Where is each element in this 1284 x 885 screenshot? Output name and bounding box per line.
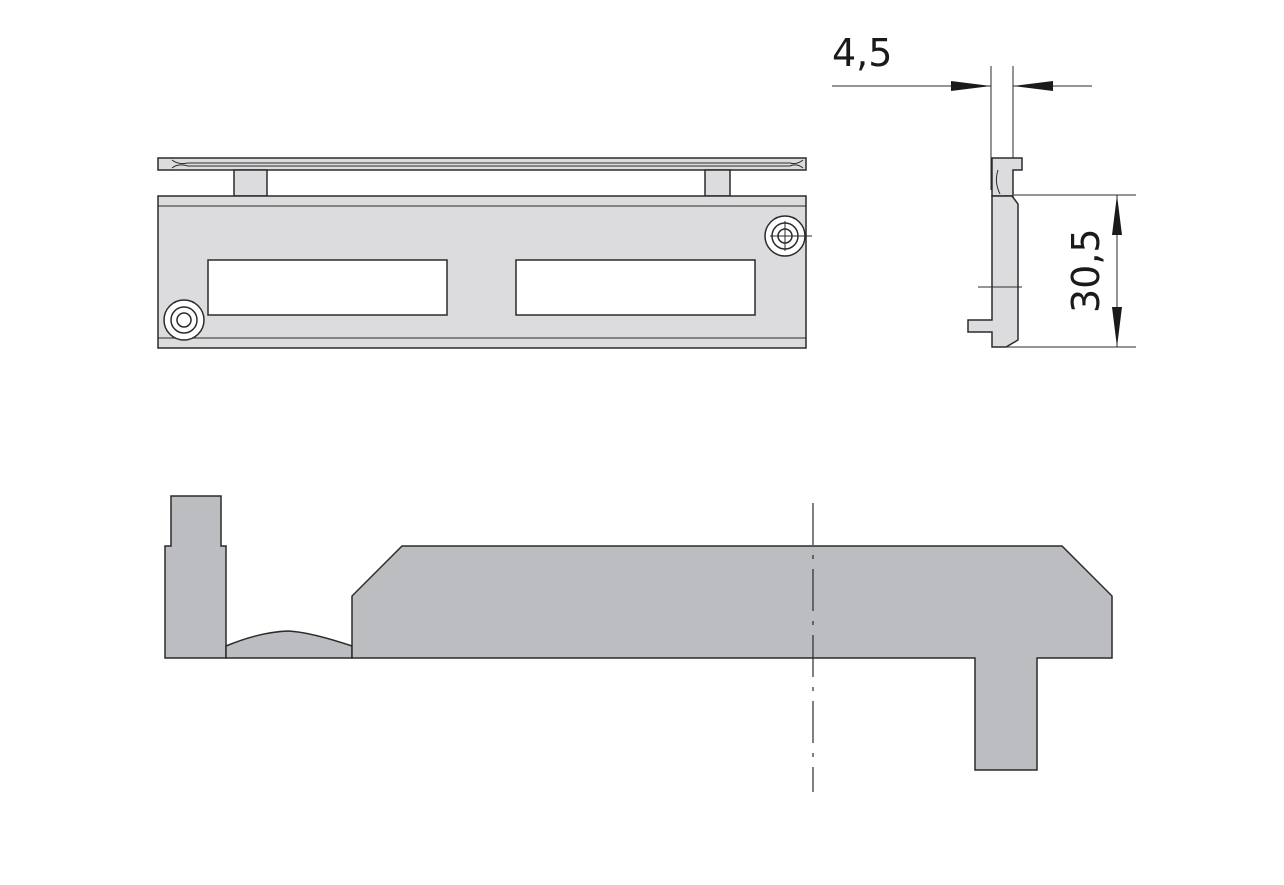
dimension-height: 30,5	[1064, 195, 1122, 347]
front-view-standoff-left	[233, 169, 268, 197]
front-view-standoff-right	[704, 169, 731, 197]
dimension-thickness: 4,5	[832, 31, 1092, 91]
dimension-height-label: 30,5	[1064, 228, 1108, 313]
dimension-thickness-label: 4,5	[832, 31, 892, 75]
front-view	[157, 157, 812, 349]
section-view-spring	[225, 630, 353, 659]
front-view-top-rail-groove	[171, 159, 804, 165]
front-view-window-right	[515, 259, 756, 316]
front-view-hole-top-right	[764, 215, 812, 257]
section-view-main-body	[351, 545, 1113, 771]
front-view-hole-bottom-left	[163, 299, 205, 341]
side-view	[967, 66, 1136, 348]
section-view	[164, 495, 1113, 792]
section-view-left-post	[164, 495, 227, 659]
front-view-window-left	[207, 259, 448, 316]
side-view-body	[967, 195, 1019, 348]
front-view-top-rail	[157, 157, 807, 171]
